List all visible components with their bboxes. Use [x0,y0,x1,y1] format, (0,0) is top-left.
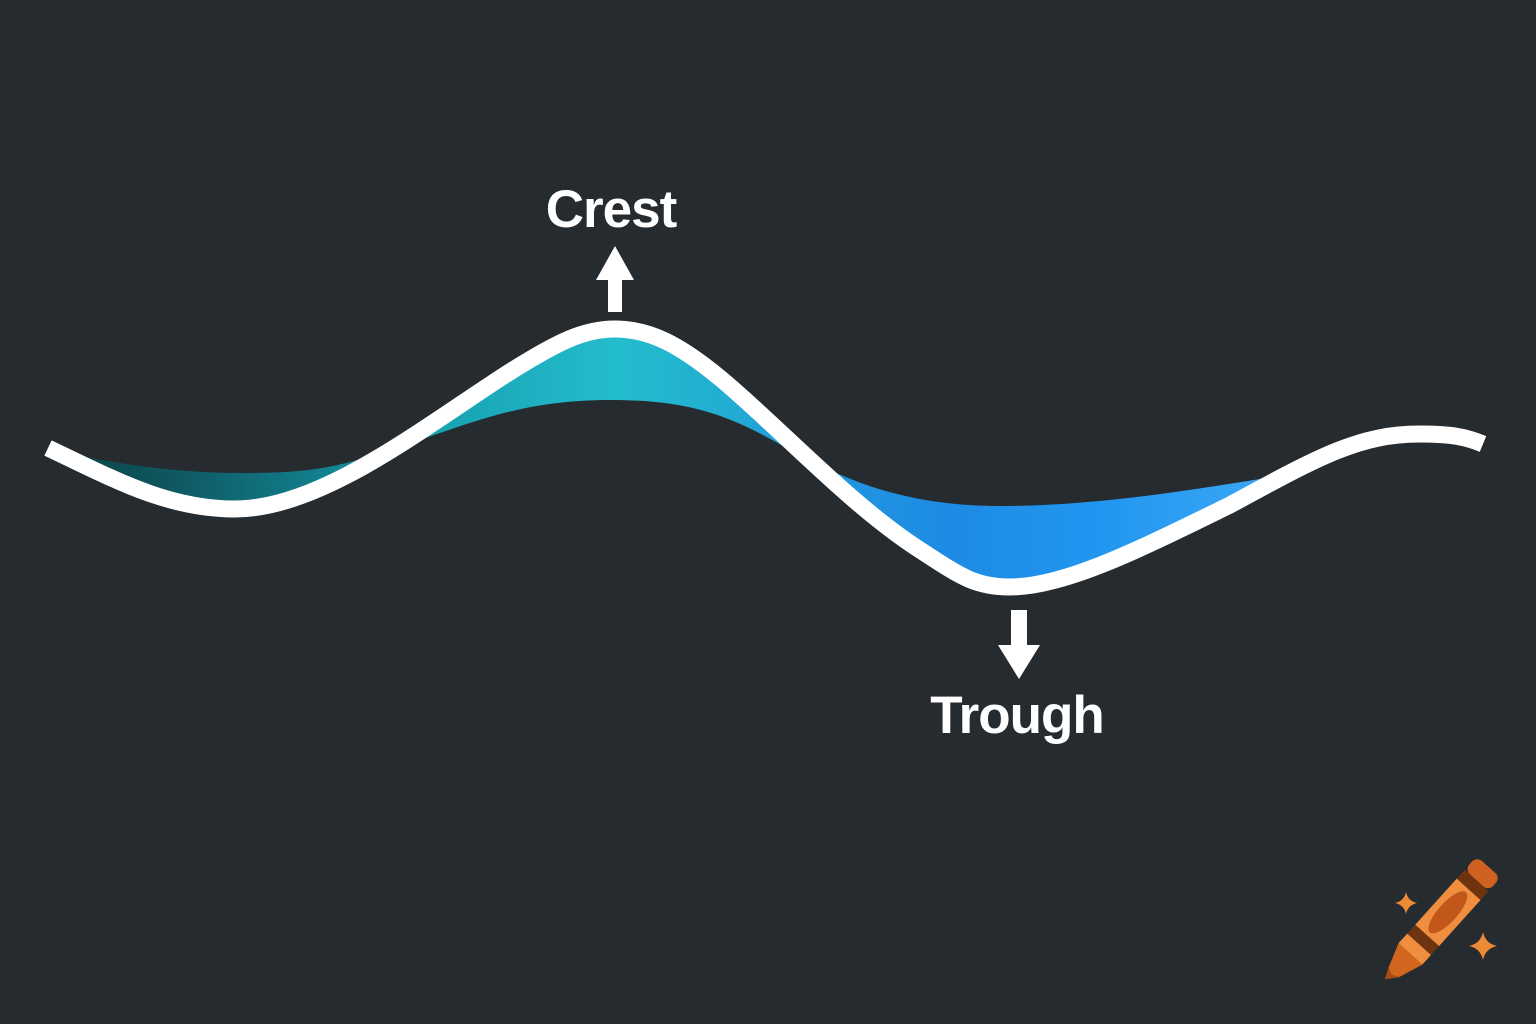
sparkle-icon-small [1395,892,1417,914]
wave-line [44,320,1487,596]
down-arrow-icon [998,610,1040,679]
crest-label: Crest [545,180,678,239]
up-arrow-icon [596,246,634,312]
trough-label: Trough [930,686,1105,745]
crayon-logo [1384,859,1498,980]
sparkle-icon-large [1469,932,1497,960]
wave-fill-ribbon [58,329,1266,587]
crayon-icon [1384,859,1498,980]
